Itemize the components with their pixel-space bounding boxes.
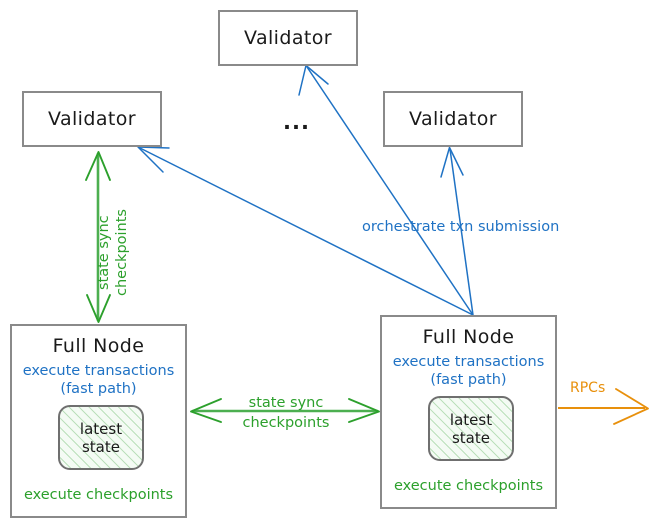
- fullnode-left-title: Full Node: [52, 335, 145, 357]
- validator-state-sync-label-group: state sync checkpoints: [0, 0, 130, 296]
- fullnode-right-subtitle-line2: (fast path): [430, 372, 507, 389]
- fullnode-right[interactable]: Full Node execute transactions (fast pat…: [380, 315, 557, 509]
- validator-node-right[interactable]: Validator: [383, 91, 523, 147]
- fullnode-right-latest-state-label: latest state: [450, 411, 492, 447]
- txn-submission-label: orchestrate txn submission: [362, 219, 560, 235]
- fullnode-right-state-line1: latest: [449, 410, 493, 429]
- fullnode-right-title: Full Node: [422, 326, 515, 348]
- fullnode-right-state-line2: state: [451, 428, 490, 447]
- rpcs-label: RPCs: [570, 380, 606, 396]
- fullnode-state-sync-line1: state sync: [248, 395, 324, 411]
- fullnode-left-subtitle: execute transactions (fast path): [23, 362, 175, 398]
- edge-rpcs-outbound: [558, 388, 649, 425]
- fullnode-state-sync-line2: checkpoints: [242, 415, 330, 431]
- validator-state-sync-line2: checkpoints: [114, 209, 130, 296]
- fullnode-left[interactable]: Full Node execute transactions (fast pat…: [10, 324, 187, 518]
- validator-node-left[interactable]: Validator: [22, 91, 162, 147]
- fullnode-left-latest-state-label: latest state: [80, 420, 122, 456]
- validators-ellipsis: ...: [283, 110, 310, 134]
- validator-state-sync-line1: state sync: [96, 215, 112, 290]
- fullnode-left-state-line2: state: [81, 437, 120, 456]
- validator-node-left-label: Validator: [48, 108, 136, 130]
- validator-node-right-label: Validator: [409, 108, 497, 130]
- fullnode-left-footer: execute checkpoints: [23, 487, 174, 503]
- fullnode-right-subtitle: execute transactions (fast path): [393, 353, 545, 389]
- fullnode-left-latest-state[interactable]: latest state: [58, 405, 144, 470]
- fullnode-left-state-line1: latest: [79, 419, 123, 438]
- validator-node-top[interactable]: Validator: [218, 10, 358, 66]
- validator-node-top-label: Validator: [244, 27, 332, 49]
- fullnode-right-footer: execute checkpoints: [393, 478, 544, 494]
- edge-txn-submission-right-validator: [440, 146, 474, 316]
- edge-fullnode-fullnode-state-sync: [190, 398, 380, 423]
- fullnode-right-latest-state[interactable]: latest state: [428, 396, 514, 461]
- fullnode-left-subtitle-line1: execute transactions: [22, 363, 175, 379]
- edge-validator-fullnode-state-sync: [85, 151, 111, 323]
- edge-txn-submission-left-validator: [137, 146, 474, 316]
- fullnode-right-subtitle-line1: execute transactions: [392, 354, 545, 370]
- fullnode-left-subtitle-line2: (fast path): [60, 381, 137, 398]
